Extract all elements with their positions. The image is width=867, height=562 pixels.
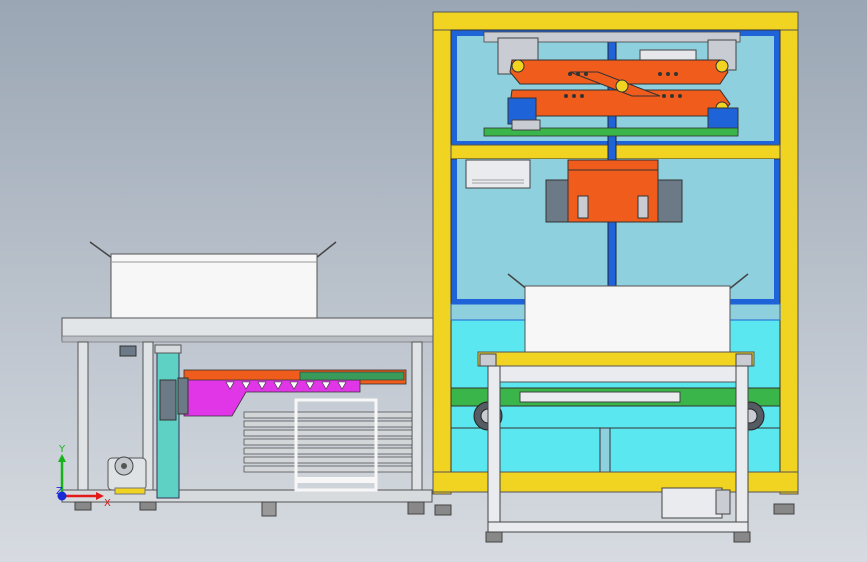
y-axis-label: Y: [58, 444, 66, 455]
foot: [434, 504, 452, 516]
foot: [407, 501, 425, 515]
gripper-carriage[interactable]: [177, 369, 407, 417]
tray-stack[interactable]: [243, 398, 413, 492]
conveyor-leg: [411, 341, 423, 503]
scissor-arm-assembly[interactable]: [483, 31, 741, 137]
z-axis-label: Z: [56, 486, 63, 497]
foot: [74, 501, 92, 511]
frame-column-left: [432, 11, 452, 495]
frame-bottom-rail: [432, 471, 799, 493]
lift-column[interactable]: [119, 344, 182, 499]
conveyor-bed[interactable]: [61, 317, 435, 343]
x-axis-arrow: [96, 492, 104, 500]
lower-conveyor[interactable]: [450, 351, 781, 473]
carton-right[interactable]: [507, 273, 749, 353]
frame-column-right: [779, 11, 799, 495]
front-stand[interactable]: [485, 365, 751, 543]
foot: [261, 501, 277, 517]
bottom-gearbox[interactable]: [661, 487, 795, 519]
z-axis-dot: [57, 491, 67, 501]
control-box[interactable]: [465, 159, 531, 189]
conveyor-leg: [77, 341, 89, 501]
y-axis-arrow: [58, 454, 66, 462]
drive-motor[interactable]: [107, 456, 147, 495]
frame-top-beam: [432, 11, 799, 31]
x-axis-label: X: [104, 498, 111, 509]
carton-left[interactable]: [89, 241, 337, 319]
lift-head[interactable]: [545, 159, 683, 223]
foot: [139, 501, 157, 511]
right-station[interactable]: [432, 11, 799, 543]
coordinate-triad: X Y Z: [56, 444, 111, 509]
